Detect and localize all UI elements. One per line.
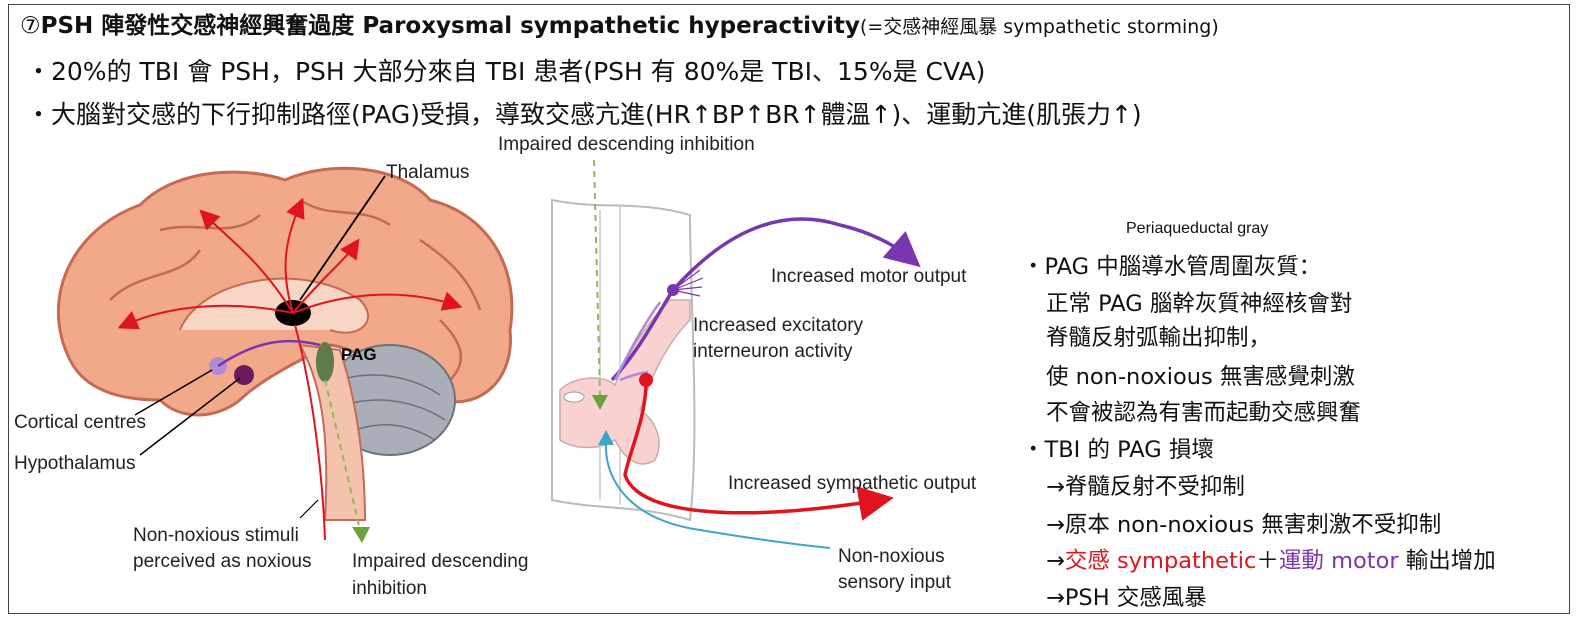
title-paren: (=交感神經風暴 sympathetic storming) [859, 16, 1219, 38]
side-line-3: 脊髓反射弧輸出抑制， [1046, 325, 1272, 351]
side-line-2: 正常 PAG 腦幹灰質神經核會對 [1046, 291, 1353, 317]
title-zh: PSH 陣發性交感神經興奮過度 [40, 13, 363, 39]
line9-arrow: → [1046, 548, 1065, 574]
label-excitatory-2: interneuron activity [693, 341, 853, 362]
label-sensory-2: sensory input [838, 572, 952, 593]
bullet-2: ・大腦對交感的下行抑制路徑(PAG)受損，導致交感亢進(HR↑BP↑BR↑體溫↑… [26, 100, 1142, 129]
hypothalamus-dot [234, 365, 254, 385]
label-cortical-centres: Cortical centres [14, 412, 146, 433]
line9-motor: 運動 motor [1278, 548, 1399, 574]
label-hypothalamus: Hypothalamus [14, 453, 135, 474]
brainstem [298, 343, 367, 521]
slide-frame [8, 4, 1570, 614]
line9-sympathetic: 交感 sympathetic [1064, 548, 1257, 574]
label-excitatory-1: Increased excitatory [693, 315, 864, 336]
brain-illustration [56, 166, 514, 543]
slide-title: ⑦PSH 陣發性交感神經興奮過度 Paroxysmal sympathetic … [20, 6, 1219, 40]
label-sympathetic-output: Increased sympathetic output [728, 473, 977, 494]
side-line-10: →PSH 交感風暴 [1046, 585, 1207, 611]
bullet-1: ・20%的 TBI 會 PSH，PSH 大部分來自 TBI 患者(PSH 有 8… [26, 57, 986, 86]
label-impaired-bottom-2: inhibition [352, 578, 427, 599]
pag-dot [316, 342, 334, 382]
title-number: ⑦ [20, 13, 41, 39]
pag-heading: Periaqueductal gray [1126, 220, 1269, 237]
side-line-8: →原本 non-noxious 無害刺激不受抑制 [1046, 512, 1442, 538]
spinal-cord-outline [551, 198, 696, 522]
line9-plus: ＋ [1256, 548, 1279, 574]
spinal-cord-illustration [551, 159, 921, 549]
side-line-7: →脊髓反射不受抑制 [1046, 474, 1245, 500]
side-line-9: →交感 sympathetic＋運動 motor 輸出增加 [1046, 543, 1496, 575]
title-en: Paroxysmal sympathetic hyperactivity [362, 13, 860, 39]
label-sensory-1: Non-noxious [838, 546, 945, 567]
label-thalamus: Thalamus [386, 162, 469, 183]
label-nonnoxious-1: Non-noxious stimuli [133, 525, 299, 546]
label-impaired-top: Impaired descending inhibition [498, 134, 755, 155]
label-motor-output: Increased motor output [771, 266, 967, 287]
line9-rest: 輸出增加 [1398, 548, 1496, 574]
label-impaired-bottom-1: Impaired descending [352, 551, 528, 572]
label-nonnoxious-2: perceived as noxious [133, 551, 312, 572]
side-line-1: ・PAG 中腦導水管周圍灰質： [1022, 254, 1322, 280]
side-line-4: 使 non-noxious 無害感覺刺激 [1046, 364, 1355, 390]
label-pag: PAG [341, 345, 377, 364]
side-line-5: 不會被認為有害而起動交感興奮 [1046, 400, 1362, 426]
side-line-6: ・TBI 的 PAG 損壞 [1022, 437, 1214, 463]
